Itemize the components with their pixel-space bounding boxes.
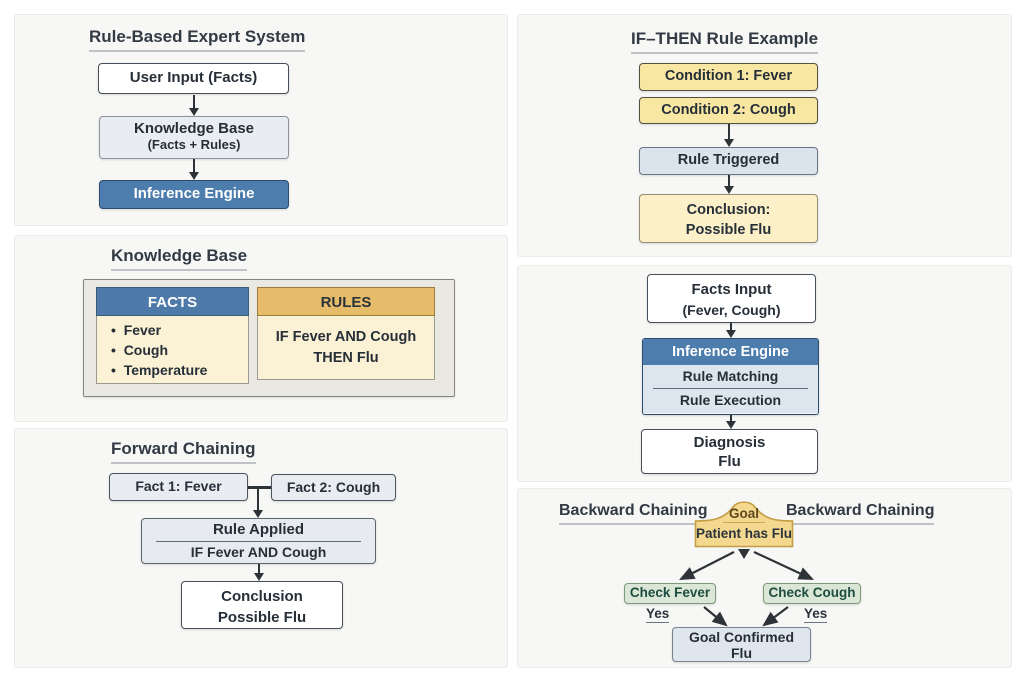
panel-title: Forward Chaining: [111, 439, 256, 464]
panel-if-then-example: IF–THEN Rule Example Condition 1: Fever …: [517, 14, 1012, 257]
goal-confirmed-line2: Flu: [731, 645, 752, 661]
yes-label-left: Yes: [646, 606, 670, 623]
goal-confirmed-box: Goal Confirmed Flu: [672, 627, 811, 662]
rule-line2: THEN Flu: [313, 350, 379, 366]
goal-label-text: Goal: [722, 506, 765, 523]
condition1-box: Condition 1: Fever: [639, 63, 818, 91]
knowledge-base-box: Knowledge Base (Facts + Rules): [99, 116, 289, 159]
diagnosis-line2: Flu: [718, 453, 741, 470]
arrow-down-icon: [725, 323, 737, 338]
backward-chaining-arrows: [679, 549, 814, 627]
panel-title: Rule-Based Expert System: [89, 27, 306, 52]
panel-title: IF–THEN Rule Example: [631, 29, 819, 54]
panel-expert-system: Rule-Based Expert System User Input (Fac…: [14, 14, 508, 226]
inference-engine-label: Inference Engine: [133, 185, 255, 202]
rule-applied-line1: Rule Applied: [156, 521, 361, 542]
check-cough-box: Check Cough: [763, 583, 861, 604]
check-fever-label: Check Fever: [629, 585, 711, 600]
rule-applied-box: Rule Applied IF Fever AND Cough: [141, 518, 376, 564]
user-input-label: User Input (Facts): [129, 69, 258, 86]
facts-list: Fever Cough Temperature: [96, 316, 249, 384]
knowledge-base-line1: Knowledge Base: [133, 120, 255, 137]
inference-engine-box: Inference Engine: [99, 180, 289, 209]
check-cough-label: Check Cough: [768, 585, 856, 600]
facts-header: FACTS: [96, 287, 249, 316]
diagnosis-line1: Diagnosis: [693, 434, 766, 451]
knowledge-base-container: FACTS Fever Cough Temperature RULES IF F…: [83, 279, 455, 397]
goal-shape: Goal Patient has Flu: [694, 499, 794, 548]
panel-backward-chaining: Backward Chaining Backward Chaining Goal…: [517, 488, 1012, 668]
facts-input-line2: (Fever, Cough): [682, 302, 781, 318]
arrow-down-icon: [188, 159, 200, 180]
arrow-down-icon: [188, 95, 200, 116]
panel-title-right: Backward Chaining: [786, 502, 935, 525]
rule-body: IF Fever AND Cough THEN Flu: [257, 316, 435, 380]
goal-confirmed-line1: Goal Confirmed: [688, 629, 794, 645]
knowledge-base-line2: (Facts + Rules): [147, 137, 241, 152]
rule-execution-step: Rule Execution: [679, 392, 782, 408]
panel-title-left: Backward Chaining: [559, 502, 708, 525]
panel-inference-flow: Facts Input (Fever, Cough) Inference Eng…: [517, 265, 1012, 482]
facts-column: FACTS Fever Cough Temperature: [96, 287, 249, 384]
diagnosis-box: Diagnosis Flu: [641, 429, 818, 474]
connector-line: [248, 486, 271, 489]
panel-knowledge-base: Knowledge Base FACTS Fever Cough Tempera…: [14, 235, 508, 422]
goal-banner-icon: [694, 501, 794, 548]
condition2-label: Condition 2: Cough: [661, 102, 796, 118]
arrow-down-icon: [725, 415, 737, 429]
fact1-box: Fact 1: Fever: [109, 473, 248, 501]
rule-applied-line2: IF Fever AND Cough: [190, 544, 327, 560]
conclusion-box: Conclusion: Possible Flu: [639, 194, 818, 243]
facts-item: Cough: [111, 340, 244, 360]
user-input-box: User Input (Facts): [98, 63, 289, 94]
rule-triggered-box: Rule Triggered: [639, 147, 818, 175]
facts-input-line1: Facts Input: [691, 281, 772, 298]
rules-header: RULES: [257, 287, 435, 316]
arrow-down-icon: [723, 124, 735, 147]
conclusion-line1: Conclusion: [221, 588, 303, 605]
fact2-box: Fact 2: Cough: [271, 474, 396, 501]
facts-item: Temperature: [111, 360, 244, 380]
inference-engine-body: Rule Matching Rule Execution: [643, 365, 818, 413]
arrow-down-icon: [253, 564, 265, 581]
rule-triggered-label: Rule Triggered: [677, 152, 780, 168]
check-fever-box: Check Fever: [624, 583, 716, 604]
rules-column: RULES IF Fever AND Cough THEN Flu: [257, 287, 435, 380]
rule-matching-step: Rule Matching: [653, 365, 808, 389]
facts-input-box: Facts Input (Fever, Cough): [647, 274, 816, 323]
conclusion-box: Conclusion Possible Flu: [181, 581, 343, 629]
condition2-box: Condition 2: Cough: [639, 97, 818, 124]
panel-forward-chaining: Forward Chaining Fact 1: Fever Fact 2: C…: [14, 428, 508, 668]
condition1-label: Condition 1: Fever: [664, 68, 793, 84]
goal-text: Patient has Flu: [695, 526, 793, 541]
arrow-down-icon: [252, 487, 264, 518]
yes-label-right: Yes: [804, 606, 828, 623]
fact1-label: Fact 1: Fever: [135, 478, 222, 494]
conclusion-line1: Conclusion:: [686, 202, 771, 218]
facts-item: Fever: [111, 320, 244, 340]
fact2-label: Fact 2: Cough: [286, 479, 381, 495]
conclusion-line2: Possible Flu: [217, 609, 307, 626]
up-arrowhead-icon: [738, 549, 750, 559]
inference-engine-header: Inference Engine: [643, 339, 818, 365]
rule-line1: IF Fever AND Cough: [275, 329, 417, 345]
panel-title: Knowledge Base: [111, 246, 248, 271]
goal-label: Goal: [694, 506, 794, 523]
conclusion-line2: Possible Flu: [685, 222, 772, 238]
arrow-down-icon: [723, 175, 735, 194]
inference-engine-box: Inference Engine Rule Matching Rule Exec…: [642, 338, 819, 415]
